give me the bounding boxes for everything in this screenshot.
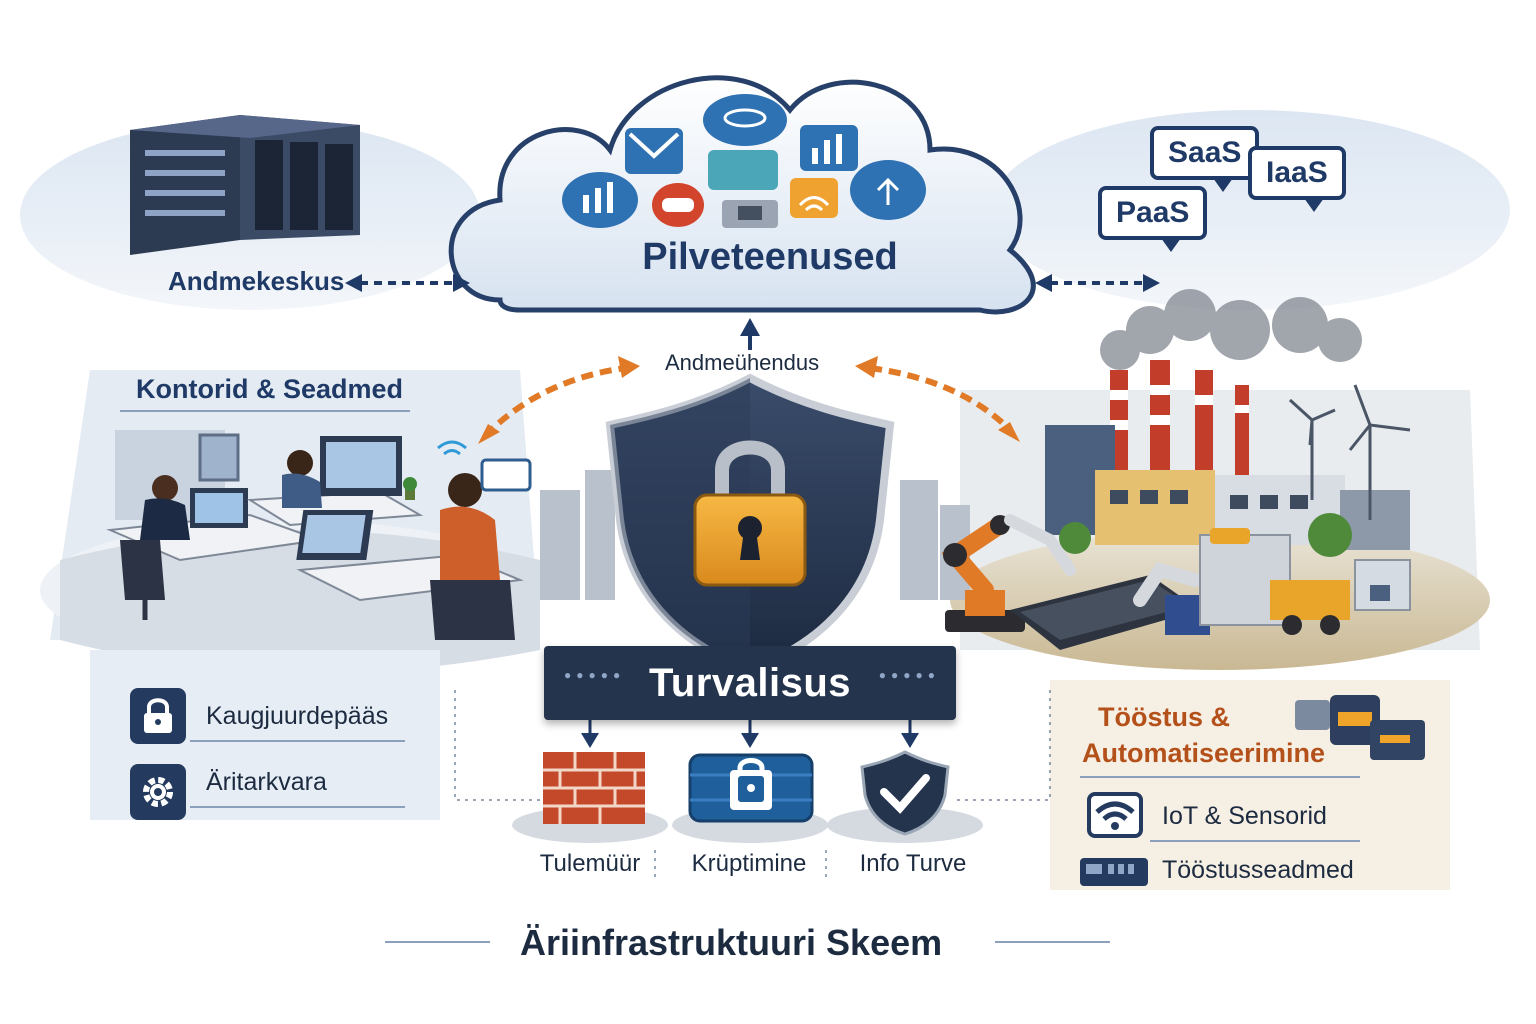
security-banner: ●●●●● Turvalisus ●●●●●	[544, 646, 956, 720]
diagram-title: Äriinfrastruktuuri Skeem	[520, 922, 943, 963]
paas-bubble: PaaS	[1098, 186, 1208, 252]
wifi-icon	[1087, 792, 1143, 838]
banner-dots-left: ●●●●●	[564, 668, 626, 682]
iaas-bubble: IaaS	[1248, 146, 1346, 212]
cloud-services-title: Pilveteenused	[642, 236, 898, 278]
remote-access-underline	[190, 740, 405, 742]
data-center-label: Andmekeskus	[168, 266, 345, 296]
remote-access-label: Kaugjuurdepääs	[206, 702, 389, 730]
info-security-label: Info Turve	[859, 850, 967, 877]
connection-label: Andmeühendus	[665, 350, 820, 375]
business-software-label: Äritarkvara	[206, 768, 327, 796]
iot-label: IoT & Sensorid	[1162, 802, 1327, 830]
lock-icon	[144, 698, 172, 733]
security-title: Turvalisus	[648, 660, 852, 705]
banner-dots-right: ●●●●●	[878, 668, 940, 682]
saas-bubble: SaaS	[1150, 126, 1260, 192]
offices-label: Kontorid & Seadmed	[136, 374, 404, 404]
business-software-underline	[190, 806, 405, 808]
firewall-label: Tulemüür	[539, 850, 641, 877]
gear-icon	[143, 777, 173, 807]
iot-icon-box	[1085, 790, 1145, 840]
industrial-equipment-label: Tööstusseadmed	[1162, 856, 1354, 884]
business-software-icon-box	[130, 764, 186, 820]
device-icon	[1080, 858, 1148, 886]
industry-label-line2: Automatiseerimine	[1082, 738, 1326, 768]
industry-label-underline	[1080, 776, 1360, 778]
encryption-label: Krüptimine	[691, 850, 807, 877]
remote-access-icon-box	[130, 688, 186, 744]
iot-underline	[1150, 840, 1360, 842]
offices-label-underline	[120, 410, 410, 412]
industry-label-line1: Tööstus &	[1098, 702, 1230, 732]
industrial-device-icon-box	[1078, 852, 1150, 892]
